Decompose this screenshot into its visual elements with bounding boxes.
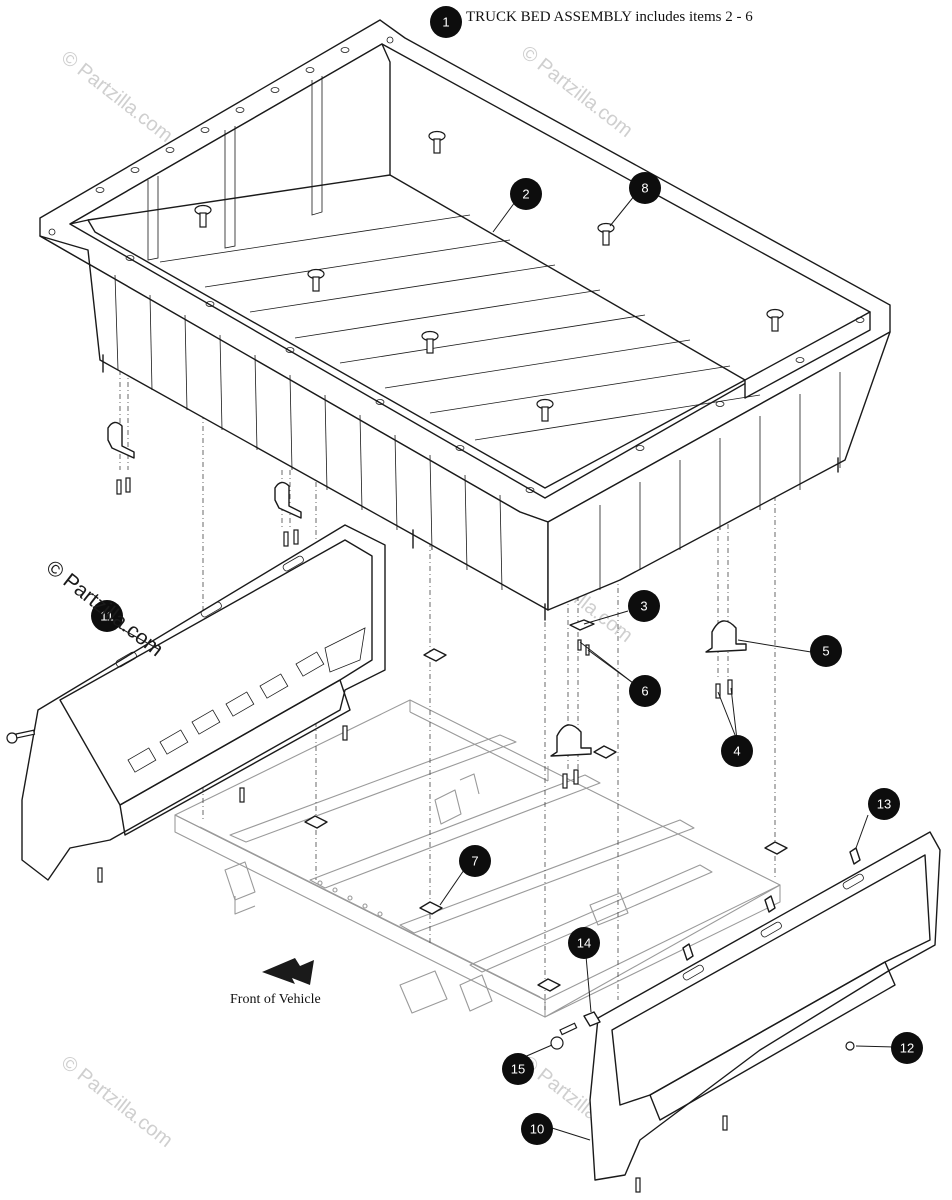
bed-bolts <box>194 130 784 422</box>
bolt-icon <box>421 330 439 354</box>
bolt-icon <box>550 1022 578 1050</box>
svg-text:12: 12 <box>900 1041 914 1056</box>
panel-slots <box>682 873 864 981</box>
screw-icon <box>283 529 299 547</box>
callout-13: 13 <box>868 788 900 820</box>
svg-text:2: 2 <box>522 187 529 202</box>
panel-vents <box>127 627 366 773</box>
floor-ribs <box>159 214 761 441</box>
svg-text:11: 11 <box>100 609 114 624</box>
svg-text:14: 14 <box>577 936 591 951</box>
right-side-panel <box>550 831 941 1193</box>
svg-text:8: 8 <box>641 181 648 196</box>
callout-3: 3 <box>628 590 660 622</box>
screw-icon <box>116 477 131 495</box>
bolt-icon <box>428 130 446 154</box>
clip-icon <box>682 943 694 961</box>
bolt-icon <box>307 268 325 292</box>
svg-text:4: 4 <box>733 744 740 759</box>
callout-2: 2 <box>510 178 542 210</box>
svg-text:6: 6 <box>641 684 648 699</box>
front-wall-ribs <box>147 76 323 261</box>
bolt-icon <box>194 204 212 228</box>
callout-8: 7 <box>459 845 491 877</box>
callout-15: 15 <box>502 1053 534 1085</box>
screw-icon <box>97 867 103 883</box>
frame-holes <box>317 880 383 917</box>
svg-text:15: 15 <box>511 1062 525 1077</box>
callout-14: 14 <box>568 927 600 959</box>
callout-5: 5 <box>810 635 842 667</box>
screw-icon <box>239 787 245 803</box>
watermark-text: © Partzilla.com <box>57 1052 177 1152</box>
screw-icon <box>635 1177 641 1193</box>
callout-6: 6 <box>629 675 661 707</box>
screw-icon <box>845 1041 855 1051</box>
callout-11: 11 <box>91 600 123 632</box>
panel-slots <box>115 555 304 668</box>
callout-10: 10 <box>521 1113 553 1145</box>
callout-12: 12 <box>891 1032 923 1064</box>
screw-icon <box>562 769 579 789</box>
rim-holes <box>48 36 865 493</box>
front-of-vehicle-label: Front of Vehicle <box>230 992 321 1007</box>
bolt-icon <box>536 398 554 422</box>
svg-text:7: 7 <box>471 854 478 869</box>
screw-icon <box>577 639 590 656</box>
hinge-brackets <box>107 421 747 789</box>
screw-icon <box>342 725 348 741</box>
watermark-text: © Partzilla.com <box>57 47 177 147</box>
screw-icon <box>722 1115 728 1131</box>
clip-icon <box>764 895 776 913</box>
svg-text:3: 3 <box>640 599 647 614</box>
bed-feet <box>102 354 839 621</box>
callout-4: 4 <box>721 735 753 767</box>
svg-text:13: 13 <box>877 797 891 812</box>
truck-bed <box>39 19 891 621</box>
clip-icon <box>583 1011 601 1027</box>
svg-text:5: 5 <box>822 644 829 659</box>
svg-text:10: 10 <box>530 1122 544 1137</box>
svg-text:1: 1 <box>442 15 449 30</box>
arrow-front-icon <box>262 958 314 985</box>
left-side-panel <box>6 524 386 883</box>
chassis-frame <box>174 699 781 1018</box>
callout-7: 8 <box>629 172 661 204</box>
screw-icon <box>715 679 733 699</box>
leader-lines <box>119 194 897 1141</box>
screw-icon <box>6 729 36 744</box>
side-wall-ribs <box>114 274 841 591</box>
callout-1: 1 <box>430 6 462 38</box>
assembly-title: TRUCK BED ASSEMBLY includes items 2 - 6 <box>466 9 753 25</box>
clip-icon <box>849 847 861 865</box>
bolt-icon <box>766 308 784 332</box>
